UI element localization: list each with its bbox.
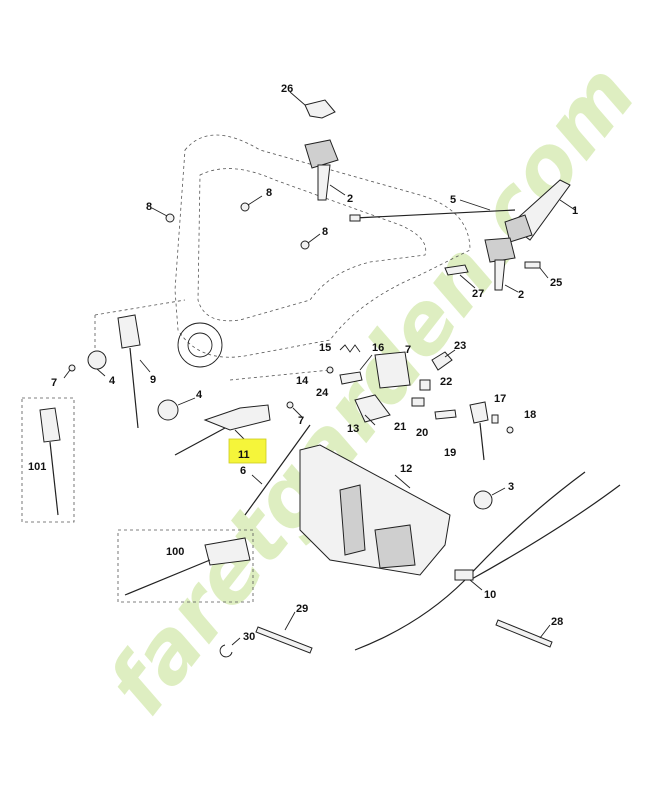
part-3-knob — [473, 487, 506, 510]
part-21-pin — [411, 397, 425, 407]
callout-24: 24 — [316, 387, 329, 399]
callout-25: 25 — [550, 277, 562, 289]
callout-15: 15 — [319, 342, 331, 354]
part-10-cable — [354, 471, 621, 651]
part-28-strap — [495, 619, 553, 648]
part-12-cover — [299, 444, 451, 576]
callout-7-left: 7 — [51, 377, 57, 389]
callout-30: 30 — [243, 631, 255, 643]
part-26-cap — [289, 91, 336, 119]
callout-7-right: 7 — [405, 344, 411, 356]
callout-21: 21 — [394, 421, 406, 433]
callout-29: 29 — [296, 603, 308, 615]
part-4-knob-center — [157, 397, 196, 421]
part-14-screw — [326, 366, 334, 374]
part-17-18-nut — [491, 414, 514, 434]
callout-14: 14 — [296, 375, 309, 387]
part-11-lever — [174, 404, 271, 456]
part-4-knob-left — [87, 350, 107, 377]
part-24-arm — [339, 371, 363, 385]
part-2-lower-lever — [484, 237, 519, 293]
watermark: faretgarden.com — [89, 46, 652, 732]
part-11-highlight — [228, 438, 267, 464]
callout-101: 101 — [28, 461, 46, 473]
part-5-cable — [349, 199, 516, 222]
callout-9: 9 — [150, 374, 156, 386]
callout-labels: 26 1 2 5 8 8 8 25 27 2 23 15 16 7 14 24 … — [28, 83, 578, 643]
callout-6: 6 — [240, 465, 246, 477]
part-100-box — [117, 529, 254, 603]
part-19-lever — [469, 401, 489, 461]
part-20-pin — [434, 409, 457, 420]
callout-22: 22 — [440, 376, 452, 388]
callout-1: 1 — [572, 205, 578, 217]
callout-27: 27 — [472, 288, 484, 300]
callout-8-left: 8 — [146, 201, 152, 213]
callout-18: 18 — [524, 409, 536, 421]
callout-12: 12 — [400, 463, 412, 475]
part-1-handle — [504, 179, 576, 243]
callout-19: 19 — [444, 447, 456, 459]
callout-2-upper: 2 — [347, 193, 353, 205]
part-7-screw-center — [286, 401, 304, 419]
callout-23: 23 — [454, 340, 466, 352]
callout-26: 26 — [281, 83, 293, 95]
callout-3: 3 — [508, 481, 514, 493]
part-22-bushing — [419, 379, 431, 391]
callout-17: 17 — [494, 393, 506, 405]
callout-100: 100 — [166, 546, 184, 558]
watermark-text: faretgarden.com — [89, 46, 652, 732]
part-2-upper-lever — [304, 139, 346, 201]
callout-8-right: 8 — [322, 226, 328, 238]
part-7-screw-left — [63, 364, 76, 379]
callout-8-mid: 8 — [266, 187, 272, 199]
callout-5: 5 — [450, 194, 456, 206]
part-15-spring — [339, 344, 361, 353]
part-23-rod — [431, 349, 456, 371]
callout-10: 10 — [484, 589, 496, 601]
callout-20: 20 — [416, 427, 428, 439]
callout-4-left: 4 — [109, 375, 116, 387]
part-13-bracket — [354, 394, 391, 426]
callout-28: 28 — [551, 616, 563, 628]
callout-16: 16 — [372, 342, 384, 354]
part-101-box — [21, 397, 75, 523]
callout-4-center: 4 — [196, 389, 203, 401]
part-9-bracket — [117, 314, 151, 429]
callout-11: 11 — [238, 449, 250, 461]
callout-13: 13 — [347, 423, 359, 435]
part-29-strap — [255, 611, 313, 654]
part-16-plate — [359, 351, 411, 389]
part-6-cable — [244, 424, 311, 516]
callout-2-lower: 2 — [518, 289, 524, 301]
callout-7-center: 7 — [298, 415, 304, 427]
part-8-bolts — [151, 195, 321, 250]
part-25-27-clips — [444, 261, 549, 289]
part-30-clip — [219, 637, 241, 658]
